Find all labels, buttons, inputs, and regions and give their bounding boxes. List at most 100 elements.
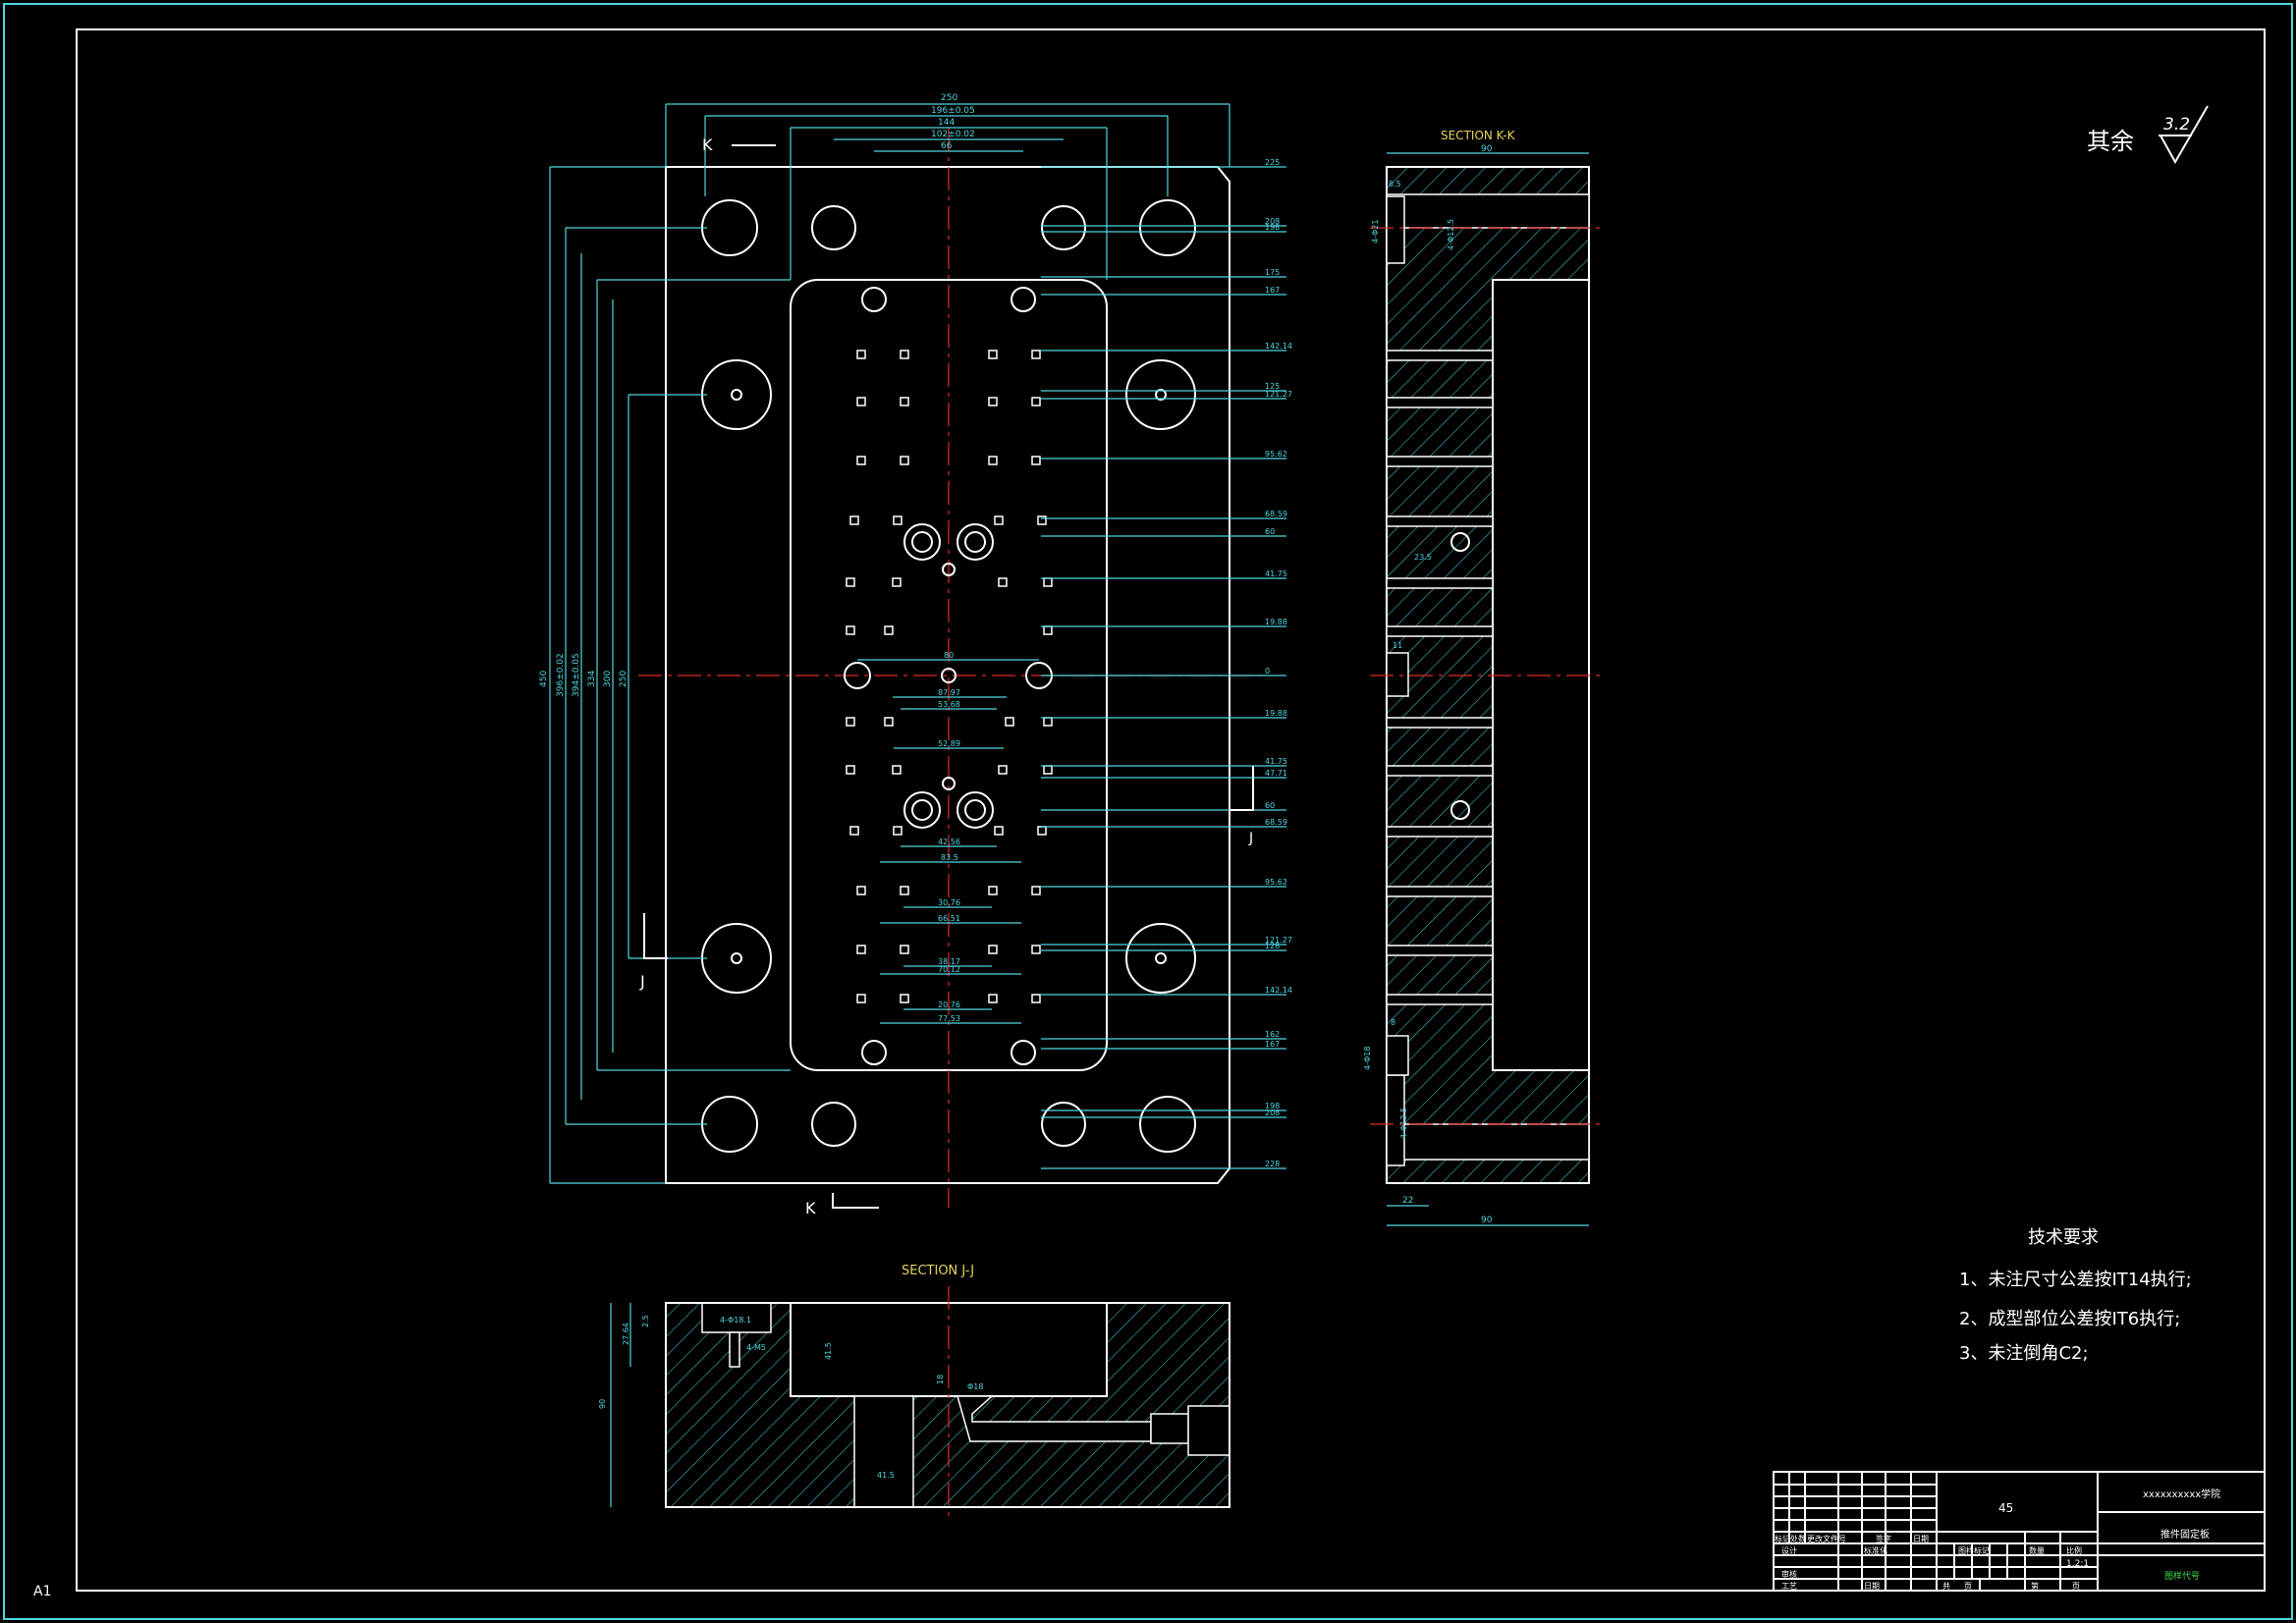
tb-sheet-3: 页 [2072,1582,2080,1591]
kk-dim-1: 8.5 [1389,180,1401,189]
tb-ratio: 比例 [2066,1545,2082,1555]
tech-item-3: 3、未注倒角C2; [1959,1343,2089,1364]
kk-dim-0: 90 [1481,144,1493,154]
top-dim-2: 144 [938,118,955,128]
tb-sheet-2: 第 [2031,1581,2039,1591]
center-dim-9: 70.12 [938,965,960,974]
center-dim-4: 42.56 [938,838,960,846]
left-dim-0: 450 [539,671,549,687]
tb-sheet-0: 共 [1942,1582,1950,1591]
jj-dim-8: 41.5 [877,1471,895,1480]
ejector-holes [846,350,1053,1003]
right-dim-label: 198 [1265,223,1280,232]
center-dim-8: 38.17 [938,957,960,966]
guide-holes [701,199,1196,1153]
jj-dim-2: 2.5 [641,1315,650,1327]
roughness-check-icon [2159,105,2209,165]
center-dim-11: 77.53 [938,1014,960,1023]
jj-outline [665,1302,1230,1508]
kk-hole-1 [1450,532,1470,552]
right-dim-label: 208 [1265,217,1280,226]
section-mark-j-right: J [1248,831,1253,846]
right-dim-label: 47.71 [1265,769,1287,778]
right-dim-label: 60 [1265,527,1275,536]
kk-dim-3: 4-Φ12.5 [1447,219,1455,250]
tb-stage: 图样标记 [1958,1545,1990,1555]
tb-h-1: 处数 [1790,1534,1806,1543]
right-dim-label: 175 [1265,268,1280,277]
roughness-symbol: 其余 3.2 [2087,105,2209,165]
right-dim-label: 225 [1265,158,1280,167]
jj-dim-3: 27.64 [622,1323,630,1345]
jj-plug-head [1187,1405,1230,1456]
kk-dim-6: 4-Φ18 [1363,1047,1372,1070]
roughness-label: 其余 [2087,128,2134,155]
tb-design: 设计 [1781,1545,1797,1555]
left-dim-2: 394±0.05 [572,653,581,697]
right-dim-label: 162 [1265,1030,1280,1039]
section-kk-title: SECTION K-K [1441,129,1516,142]
center-dim-10: 20.76 [938,1001,960,1009]
right-dimension-labels: 225208198175167142.14125121.2795.6268.59… [1265,158,1292,1168]
center-dim-0: 80 [944,651,954,660]
top-dim-0: 250 [941,93,957,103]
center-dim-2: 53.68 [938,700,960,709]
left-dim-5: 250 [619,671,629,687]
kk-dim-4: 23.5 [1414,553,1432,562]
tech-title: 技术要求 [2028,1227,2099,1248]
sheet-outer-border [3,3,2293,1620]
center-dim-5: 83.5 [941,853,958,862]
section-mark-k-top: K [702,135,713,154]
section-jj-title: SECTION J-J [902,1264,974,1278]
kk-dim-2: 4-Φ21 [1371,220,1380,243]
right-dim-label: 142.14 [1265,342,1292,351]
center-dim-7: 66.51 [938,914,960,923]
right-dim-label: 208 [1265,1109,1280,1117]
technical-requirements: 技术要求 1、未注尺寸公差按IT14执行; 2、成型部位公差按IT6执行; 3、… [1959,1227,2192,1364]
jj-runner [957,1395,1152,1442]
jj-pocket-left [701,1302,772,1333]
section-mark-k-bottom: K [805,1199,816,1217]
tb-part-name: 推件固定板 [2160,1528,2210,1541]
tb-h-0: 标记 [1775,1534,1790,1543]
right-dim-label: 167 [1265,1040,1280,1049]
right-dim-label: 167 [1265,286,1280,295]
title-block: xxxxxxxxxx学院 45 推件固定板 图样代号 1.2:1 标记 处数 更… [1773,1471,2266,1592]
kk-dim-9: 22 [1402,1196,1413,1206]
center-dim-3: 52.89 [938,739,960,748]
kk-dim-10: 90 [1481,1216,1493,1225]
jj-dim-1: 4-M5 [746,1343,766,1352]
section-jj-view: SECTION J-J 4-Φ18.1 4-M5 2.5 27.64 41.5 … [598,1264,1230,1517]
right-dim-label: 19.88 [1265,618,1287,626]
tb-material: 45 [1998,1501,2013,1515]
jj-dim-6: 90 [598,1399,607,1409]
right-dim-label: 95.62 [1265,450,1287,459]
left-dim-3: 334 [587,671,597,687]
tech-item-1: 1、未注尺寸公差按IT14执行; [1959,1270,2192,1290]
right-dim-label: 68.59 [1265,818,1287,827]
main-plan-view: 250 196±0.05 144 102±0.02 66 450 396±0.0… [539,93,1292,1217]
jj-dim-5: Φ18 [967,1382,983,1391]
right-dim-label: 198 [1265,1102,1280,1110]
top-dim-4: 66 [941,141,953,151]
right-dim-label: 41.75 [1265,757,1287,766]
section-arrow-j-right [1230,766,1254,811]
jj-dim-7: 18 [936,1375,945,1384]
top-dimension-lines [665,103,1230,280]
section-kk-view: SECTION K-K 90 8.5 4-Φ21 4-Φ12.5 23.5 11… [1363,129,1606,1226]
right-dim-label: 125 [1265,382,1280,391]
right-dim-label: 228 [1265,1160,1280,1168]
right-dim-label: 41.75 [1265,569,1287,578]
tb-standard: 标准化 [1864,1545,1887,1555]
right-dim-label: 95.62 [1265,878,1287,887]
kk-hole-2 [1450,800,1470,820]
right-dim-label: 142.14 [1265,986,1292,995]
tb-process: 工艺 [1781,1582,1797,1591]
tb-scale: 1.2:1 [2066,1559,2089,1569]
center-dimension-lines [857,659,1039,1024]
tb-check: 审核 [1781,1569,1797,1579]
right-dim-label: 0 [1265,667,1270,676]
section-arrow-k-bottom [832,1193,879,1209]
center-dim-1: 87.97 [938,688,960,697]
